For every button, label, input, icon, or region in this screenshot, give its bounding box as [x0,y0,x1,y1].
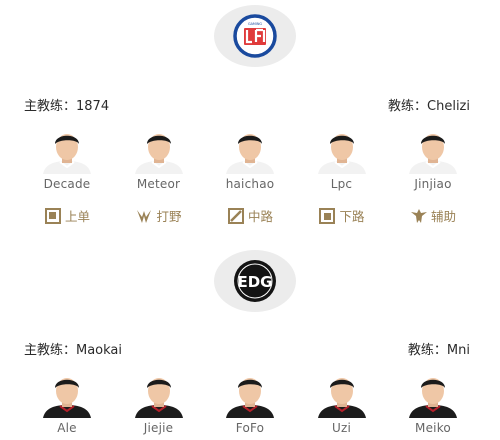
player-name: Decade [43,177,91,191]
team2-logo: EDG [214,250,296,312]
player-card[interactable]: Decade [24,130,110,191]
player-photo [134,378,183,418]
player-name: FoFo [235,421,265,435]
player-card[interactable]: Ale [24,374,110,435]
player-card[interactable]: Uzi [299,374,385,435]
team2-player-row: Ale Jiejie FoFo Uzi Meiko [24,374,476,435]
coach-label: 教练：Chelizi [388,98,470,114]
position-item: 打野 [116,206,202,225]
top-lane-icon [44,207,61,224]
player-card[interactable]: Meteor [116,130,202,191]
player-photo [226,134,274,174]
position-item: 上单 [24,206,110,225]
edg-logo-icon: EDG [234,260,276,302]
player-photo [43,134,91,174]
position-label: 上单 [64,209,90,224]
position-label: 中路 [247,209,273,224]
svg-text:EDG: EDG [237,273,272,291]
player-name: Meteor [136,177,181,191]
head-coach-label: 主教练：Maokai [24,342,123,358]
player-photo [43,378,91,418]
player-name: haichao [225,177,275,191]
position-item: 下路 [299,206,385,225]
coach-label: 教练：Mni [407,342,470,358]
position-label: 下路 [339,209,365,224]
jungle-icon [137,209,152,223]
position-item: 中路 [207,206,293,225]
mid-lane-icon [227,207,244,224]
head-coach-label: 主教练：1874 [24,98,110,114]
bot-lane-icon [319,207,336,224]
team1-coach-row: 主教练：1874 教练：Chelizi [24,94,470,114]
position-item: 辅助 [390,206,476,225]
player-name: Ale [57,421,77,435]
player-card[interactable]: Jinjiao [390,130,476,191]
player-name: Jiejie [143,421,174,435]
player-photo [317,378,366,418]
team1-player-row: Decade Meteor haichao Lpc Jinjiao [24,130,476,191]
player-photo [409,378,457,418]
player-name: Lpc [330,177,353,191]
player-card[interactable]: Meiko [390,374,476,435]
position-legend: 上单 打野 中路 下路 辅助 [24,206,476,225]
team1-logo: GAMING [214,5,296,67]
player-photo [134,134,183,174]
player-photo [226,378,274,418]
player-card[interactable]: haichao [207,130,293,191]
lgd-logo-icon: GAMING [233,14,277,58]
position-label: 打野 [156,209,182,224]
player-photo [317,134,366,174]
player-name: Jinjiao [414,177,452,191]
position-label: 辅助 [430,209,456,224]
player-photo [409,134,457,174]
player-name: Uzi [331,421,352,435]
team2-coach-row: 主教练：Maokai 教练：Mni [24,338,470,358]
support-icon [410,208,427,223]
player-card[interactable]: Jiejie [116,374,202,435]
player-card[interactable]: Lpc [299,130,385,191]
svg-text:GAMING: GAMING [248,22,262,26]
player-name: Meiko [415,421,451,435]
player-card[interactable]: FoFo [207,374,293,435]
